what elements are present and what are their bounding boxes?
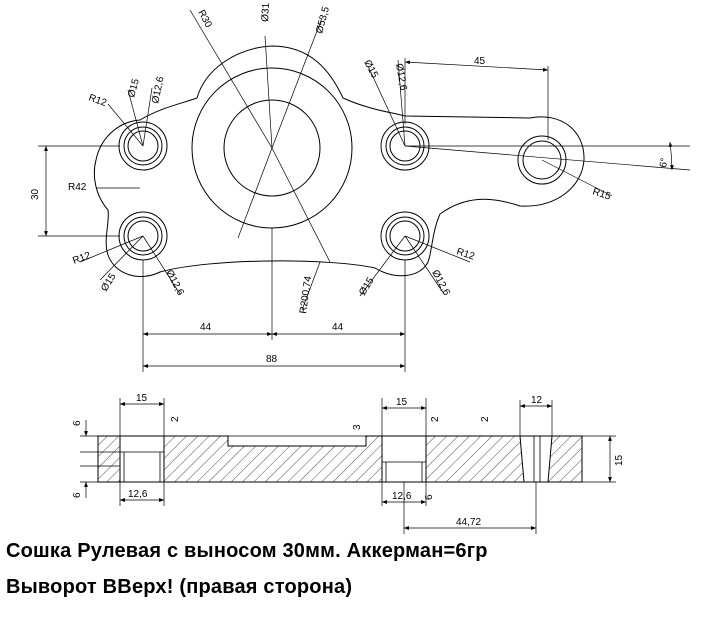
boss-inner-circle [223,99,321,197]
label-sec-mid-3: 3 [352,424,363,430]
label-sec-right-2b: 2 [480,416,491,422]
label-88: 88 [266,354,278,365]
section-hatched-body [97,435,583,483]
top-view-dimension-lines [38,9,691,372]
label-d53: Ø53,5 [314,5,332,35]
label-sec-left-6-bottom: 6 [72,492,83,498]
section-tapered-slot [519,435,553,483]
label-d31: Ø31 [260,2,272,22]
label-44-left: 44 [200,322,212,333]
label-tr-d12: Ø12,6 [393,63,409,92]
label-sec-left-2: 2 [170,416,181,422]
label-sec-right-15: 15 [396,397,408,408]
hole-ball-joint [517,135,567,185]
label-sec-right-6: 6 [424,494,435,500]
section-view-labels: 15 6 6 2 12,6 3 15 2 6 12,6 2 12 15 44,7… [72,393,625,528]
part-outline [93,45,585,277]
label-sec-left-15: 15 [136,393,148,404]
top-view-labels: R30 Ø31 Ø53,5 Ø15 Ø12,6 R12 R42 30 Ø15 Ø… [30,2,671,365]
label-bl-d12: Ø12,6 [163,268,186,298]
label-br-d15: Ø15 [357,275,377,297]
label-44-right: 44 [332,322,344,333]
label-r42: R42 [68,182,87,193]
label-sec-44-72: 44,72 [456,517,481,528]
label-sec-right-12-6: 12,6 [392,491,412,502]
label-r12-bottom-right: R12 [455,246,476,262]
label-30: 30 [30,188,41,200]
label-tr-d15: Ø15 [361,58,380,80]
label-bl-d15: Ø15 [99,271,119,293]
label-r30: R30 [195,8,214,30]
label-r200: R200,74 [298,275,314,314]
section-left-hole [119,435,165,483]
label-r12-bottom-left: R12 [71,250,92,267]
label-angle-6: 6° [658,157,670,168]
label-sec-left-6-top: 6 [72,420,83,426]
section-view [80,398,616,534]
section-right-hole [381,435,427,483]
label-tl-d12: Ø12,6 [150,75,167,104]
label-br-d12: Ø12,6 [429,268,452,298]
caption-subtitle: Выворот ВВерх! (правая сторона) [6,576,353,598]
caption-title: Сошка Рулевая с выносом 30мм. Аккерман=6… [6,540,488,562]
label-sec-slot-12: 12 [531,395,543,406]
label-sec-height-15: 15 [614,454,625,466]
label-sec-left-12-6: 12,6 [128,489,148,500]
label-tl-d15: Ø15 [126,77,142,99]
label-r12-top-left: R12 [87,92,108,109]
top-view [38,9,691,372]
label-45: 45 [474,56,486,67]
label-sec-right-2a: 2 [430,416,441,422]
label-r15: R15 [591,186,612,202]
